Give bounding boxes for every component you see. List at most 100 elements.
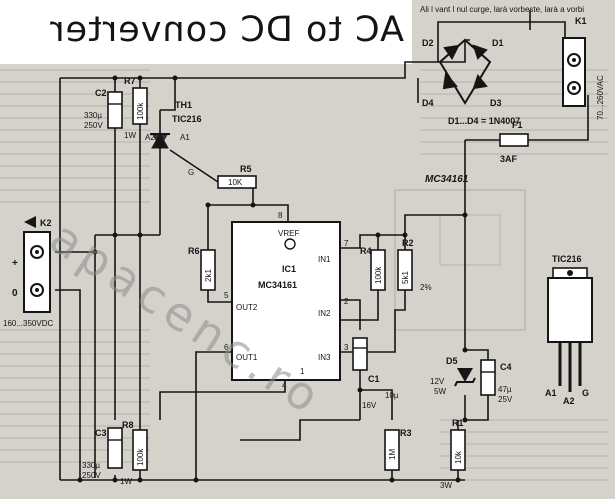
- c3-label: C3: [95, 428, 107, 438]
- r7-power: 1W: [124, 131, 136, 140]
- package-g: G: [582, 388, 589, 398]
- ic1-pin6: 6: [224, 343, 229, 352]
- c4-voltage: 25V: [498, 395, 513, 404]
- th1-a2: A2: [145, 133, 155, 142]
- r6-label: R6: [188, 246, 200, 256]
- r2-value: 5k1: [401, 271, 410, 284]
- capacitor-c3: [107, 427, 123, 469]
- ic1-in3: IN3: [318, 353, 331, 362]
- r4-value: 100k: [374, 266, 383, 284]
- c4-capacitance: 47µ: [498, 385, 512, 394]
- resistor-r5: [217, 175, 257, 189]
- fuse-f1: [499, 133, 529, 147]
- ic1-pin5: 5: [224, 291, 229, 300]
- r7-value: 100k: [136, 102, 145, 120]
- c3-voltage: 250V: [82, 471, 101, 480]
- f1-value: 3AF: [500, 154, 518, 164]
- c3-capacitance: 330µ: [82, 461, 100, 470]
- k1-voltage: 70...260VAC: [596, 75, 605, 120]
- r8-power: 1W: [120, 477, 132, 486]
- c1-capacitance: 10µ: [385, 391, 399, 400]
- d4-label: D4: [422, 98, 434, 108]
- ic1-in1: IN1: [318, 255, 331, 264]
- ic1-pin1: 1: [300, 367, 305, 376]
- d5-power: 5W: [434, 387, 446, 396]
- c2-voltage: 250V: [84, 121, 103, 130]
- th1-a1: A1: [180, 133, 190, 142]
- title-panel: AC to DC converter: [0, 0, 412, 64]
- bridge-note: D1...D4 = 1N4007: [448, 116, 520, 126]
- package-a1: A1: [545, 388, 557, 398]
- tic216-package: [547, 267, 593, 392]
- capacitor-c4: [480, 359, 496, 396]
- th1-g: G: [188, 168, 194, 177]
- ic1-out2: OUT2: [236, 303, 258, 312]
- r6-value: 2k1: [204, 269, 213, 282]
- r1-label: R1: [452, 418, 464, 428]
- r5-label: R5: [240, 164, 252, 174]
- th1-part: TIC216: [172, 114, 202, 124]
- c4-label: C4: [500, 362, 512, 372]
- junction-dots: [77, 75, 468, 483]
- c1-value: 10µ 16V: [362, 391, 399, 410]
- ic1-part: MC34161: [258, 280, 297, 290]
- r2-tolerance: 2%: [420, 283, 432, 292]
- d2-label: D2: [422, 38, 434, 48]
- c1-voltage: 16V: [362, 401, 377, 410]
- resistor-r8: [132, 429, 148, 471]
- r5-value: 10K: [228, 178, 243, 187]
- zener-d5: [454, 368, 476, 387]
- r1-value: 10k: [454, 450, 463, 464]
- capacitor-c2: [107, 91, 123, 129]
- package-a2: A2: [563, 396, 575, 406]
- background-note: Ali l vant l nul curge, larà vorbeste, l…: [420, 5, 584, 14]
- package-part: TIC216: [552, 254, 582, 264]
- ic1-pin8: 8: [278, 211, 283, 220]
- resistor-r3: [384, 429, 400, 471]
- r4-label: R4: [360, 246, 372, 256]
- d3-label: D3: [490, 98, 502, 108]
- ic1-name: IC1: [282, 264, 296, 274]
- k2-plus: +: [12, 258, 18, 269]
- ic1-pin7: 7: [344, 239, 349, 248]
- resistor-r2: [397, 249, 413, 291]
- connector-k1: [562, 37, 586, 107]
- ic1-out1: OUT1: [236, 353, 258, 362]
- resistor-r1: [450, 429, 466, 471]
- r7-label: R7: [124, 76, 136, 86]
- c1-label: C1: [368, 374, 380, 384]
- k2-zero: 0: [12, 288, 18, 299]
- background-section-title: MC34161: [425, 174, 469, 185]
- d5-voltage: 12V: [430, 377, 445, 386]
- d1-label: D1: [492, 38, 504, 48]
- k1-label: K1: [575, 16, 587, 26]
- r1-power: 3W: [440, 481, 452, 490]
- th1-label: TH1: [175, 100, 192, 110]
- ic1-pin2: 2: [344, 297, 349, 306]
- r3-label: R3: [400, 428, 412, 438]
- c2-capacitance: 330µ: [84, 111, 102, 120]
- r8-label: R8: [122, 420, 134, 430]
- ic1-vref: VREF: [278, 229, 299, 238]
- d5-label: D5: [446, 356, 458, 366]
- bridge-rectifier: [438, 38, 492, 105]
- ic1-pin4: 4: [282, 381, 287, 390]
- k2-label: K2: [40, 218, 52, 228]
- ic1-pin3: 3: [344, 343, 349, 352]
- c2-label: C2: [95, 88, 107, 98]
- capacitor-c1: [352, 337, 368, 371]
- r3-value: 1M: [388, 449, 397, 460]
- r8-value: 100k: [136, 448, 145, 466]
- ic1-in2: IN2: [318, 309, 331, 318]
- f1-label: F1: [512, 120, 523, 130]
- resistor-r4: [370, 249, 386, 291]
- circuit-wires: [55, 10, 589, 481]
- thyristor-th1: [150, 132, 170, 149]
- k2-voltage: 160...350VDC: [3, 319, 53, 328]
